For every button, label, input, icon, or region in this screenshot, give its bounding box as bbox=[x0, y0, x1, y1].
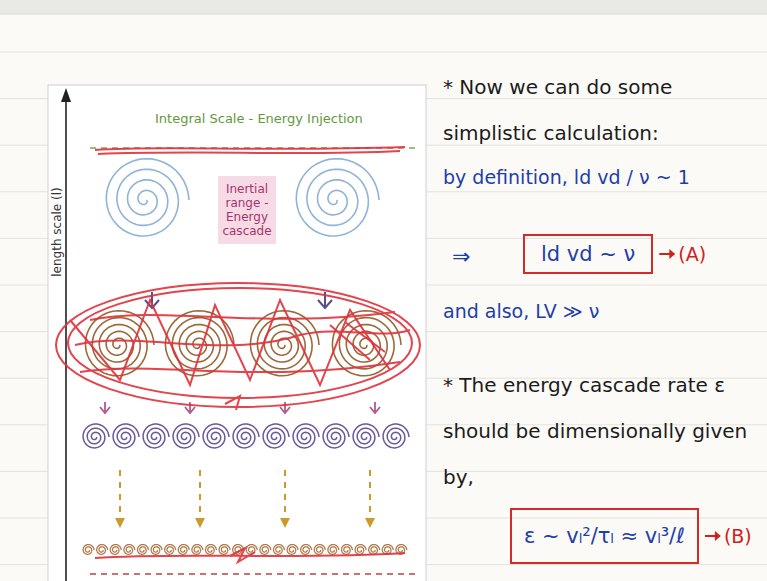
eddy-spiral bbox=[323, 424, 349, 448]
cascade-arrowhead bbox=[195, 518, 205, 528]
cascade-arrows bbox=[115, 470, 375, 528]
eddy-spiral bbox=[287, 545, 298, 555]
note-text: * The energy cascade rate ε should be di… bbox=[443, 362, 753, 500]
cascade-arrowhead bbox=[115, 518, 125, 528]
eddy-spiral bbox=[97, 545, 108, 555]
transfer-arrows bbox=[145, 292, 332, 308]
result-box: ε ~ vₗ²/τₗ ≈ vₗ³/ℓ bbox=[510, 508, 699, 564]
red-annotations bbox=[56, 147, 420, 562]
cascade-arrow bbox=[284, 470, 286, 520]
cascade-arrowhead bbox=[365, 518, 375, 528]
axis-label: length scale (l) bbox=[50, 187, 64, 277]
rule bbox=[0, 14, 767, 15]
eddy-spiral bbox=[219, 545, 230, 555]
range-label-box: Inertial range - Energy cascade bbox=[218, 176, 276, 244]
eddy-spiral bbox=[369, 545, 380, 555]
eddy-spiral bbox=[110, 545, 121, 555]
eddy-spiral bbox=[83, 424, 109, 448]
tag-arrowhead bbox=[669, 249, 675, 259]
eddy-spiral bbox=[274, 545, 285, 555]
scale-title: Integral Scale - Energy Injection bbox=[155, 111, 363, 126]
node-text: ε ~ vₗ²/τₗ ≈ vₗ³/ℓ bbox=[524, 524, 685, 548]
equation-tag: (B) bbox=[724, 525, 752, 547]
cascade-arrowhead bbox=[280, 518, 290, 528]
eddy-spiral bbox=[124, 545, 135, 555]
top-strip bbox=[0, 0, 767, 14]
eddy-spiral bbox=[86, 311, 155, 376]
eddy-spiral bbox=[233, 424, 259, 448]
eddy-spiral bbox=[143, 424, 169, 448]
node-text: Inertial range - Energy cascade bbox=[221, 182, 273, 238]
tag-arrowhead bbox=[715, 531, 721, 541]
dissipation-scale-line bbox=[90, 573, 415, 574]
implies-symbol: ⇒ bbox=[452, 244, 470, 269]
cascade-arrow bbox=[369, 470, 371, 520]
eddy-spiral bbox=[342, 545, 353, 555]
eddy-spiral bbox=[203, 424, 229, 448]
eddy-spiral bbox=[165, 545, 176, 555]
eddy-spiral bbox=[314, 545, 325, 555]
eddy-spiral bbox=[263, 424, 289, 448]
equation-tag: (A) bbox=[678, 243, 706, 265]
equation-text: by definition, ld vd / ν ~ 1 bbox=[443, 166, 690, 188]
eddy-spiral bbox=[383, 424, 409, 448]
result-box: ld vd ~ ν bbox=[523, 234, 653, 274]
eddy-spiral bbox=[106, 159, 189, 236]
eddy-spiral bbox=[328, 545, 339, 555]
eddy-spiral bbox=[260, 545, 271, 555]
eddy-spiral bbox=[206, 545, 217, 555]
eddy-spiral bbox=[296, 159, 379, 236]
eddy-spiral bbox=[173, 424, 199, 448]
eddy-spiral bbox=[113, 424, 139, 448]
node-text: ld vd ~ ν bbox=[541, 242, 635, 266]
eddy-spiral bbox=[83, 545, 94, 555]
note-text: * Now we can do some simplistic calculat… bbox=[443, 64, 743, 156]
eddy-spiral bbox=[301, 545, 312, 555]
eddy-spiral bbox=[293, 424, 319, 448]
axis-arrowhead bbox=[61, 88, 71, 102]
eddy-spirals bbox=[83, 159, 409, 555]
eddy-spiral bbox=[138, 545, 149, 555]
equation-text: and also, LV ≫ ν bbox=[443, 300, 599, 322]
eddy-spiral bbox=[151, 545, 162, 555]
cascade-arrow bbox=[199, 470, 201, 520]
eddy-spiral bbox=[353, 424, 379, 448]
rule-line bbox=[0, 52, 767, 53]
eddy-spiral bbox=[178, 545, 189, 555]
eddy-spiral bbox=[192, 545, 203, 555]
cascade-arrow bbox=[119, 470, 121, 520]
eddy-spiral bbox=[355, 545, 366, 555]
axis-line bbox=[65, 100, 67, 581]
figure-panel bbox=[48, 85, 426, 581]
